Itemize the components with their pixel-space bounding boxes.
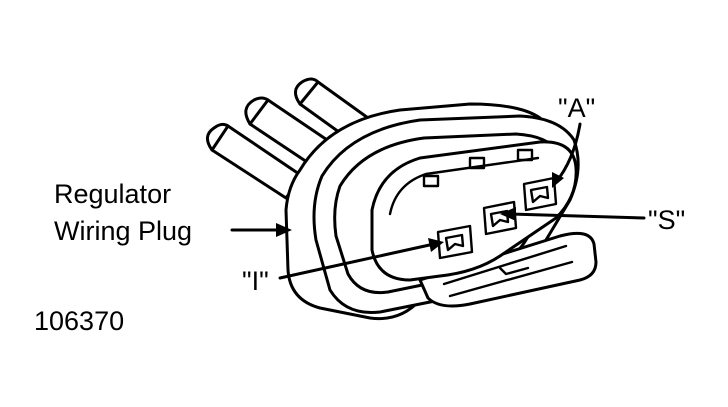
terminal-s-label: "S" bbox=[648, 205, 685, 235]
terminal-cavity-i bbox=[436, 224, 474, 260]
leader-a bbox=[552, 122, 582, 188]
figure-number: 106370 bbox=[34, 306, 124, 336]
leader-plug bbox=[230, 223, 292, 237]
callout-label-line2: Wiring Plug bbox=[54, 216, 192, 246]
terminal-cavity-s bbox=[482, 200, 518, 236]
terminal-cavity-a bbox=[522, 176, 558, 212]
locking-tab bbox=[418, 231, 598, 308]
leader-s bbox=[500, 207, 646, 221]
callout-label-line1: Regulator bbox=[54, 179, 171, 209]
leader-i bbox=[278, 238, 444, 280]
terminal-a-label: "A" bbox=[558, 93, 595, 123]
terminal-i-label: "I" bbox=[242, 266, 269, 296]
